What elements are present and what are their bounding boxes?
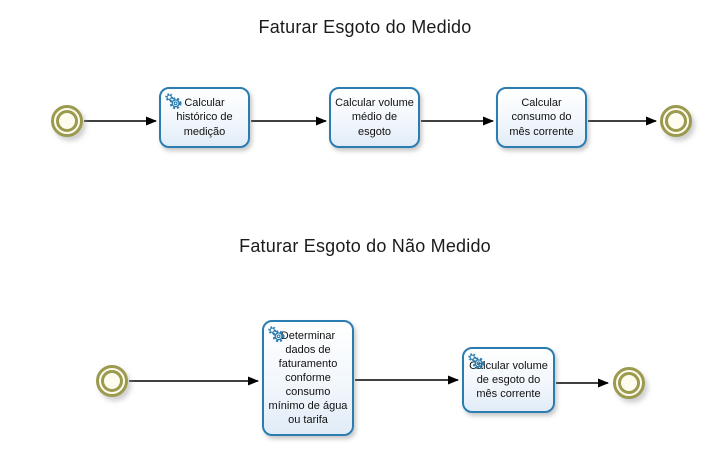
task-label: Calcular consumo do mês corrente xyxy=(509,97,574,138)
task-calcular-volume-esgoto[interactable]: Calcular volume de esgoto do mês corrent… xyxy=(462,347,555,413)
task-calcular-historico[interactable]: Calcular histórico de medição xyxy=(159,87,250,148)
end-event-ring xyxy=(618,372,640,394)
task-label: Calcular volume médio de esgoto xyxy=(335,97,414,138)
start-event-ring xyxy=(101,370,123,392)
task-determinar-dados[interactable]: Determinar dados de faturamento conforme… xyxy=(262,320,354,436)
diagram-title-nao-medido: Faturar Esgoto do Não Medido xyxy=(239,236,491,256)
gear-icon xyxy=(165,93,182,110)
end-event[interactable] xyxy=(613,367,645,399)
gear-icon xyxy=(268,326,285,343)
task-calcular-volume-medio[interactable]: Calcular volume médio de esgoto xyxy=(329,87,420,148)
task-calcular-consumo-mes[interactable]: Calcular consumo do mês corrente xyxy=(496,87,587,148)
task-label: Determinar dados de faturamento conforme… xyxy=(268,329,348,427)
start-event[interactable] xyxy=(51,105,83,137)
diagram-title-medido: Faturar Esgoto do Medido xyxy=(258,17,472,37)
start-event[interactable] xyxy=(96,365,128,397)
task-label: Calcular volume de esgoto do mês corrent… xyxy=(469,359,548,401)
gear-icon xyxy=(468,353,485,370)
end-event[interactable] xyxy=(660,105,692,137)
end-event-ring xyxy=(665,110,687,132)
task-label: Calcular histórico de medição xyxy=(176,97,233,138)
start-event-ring xyxy=(56,110,78,132)
